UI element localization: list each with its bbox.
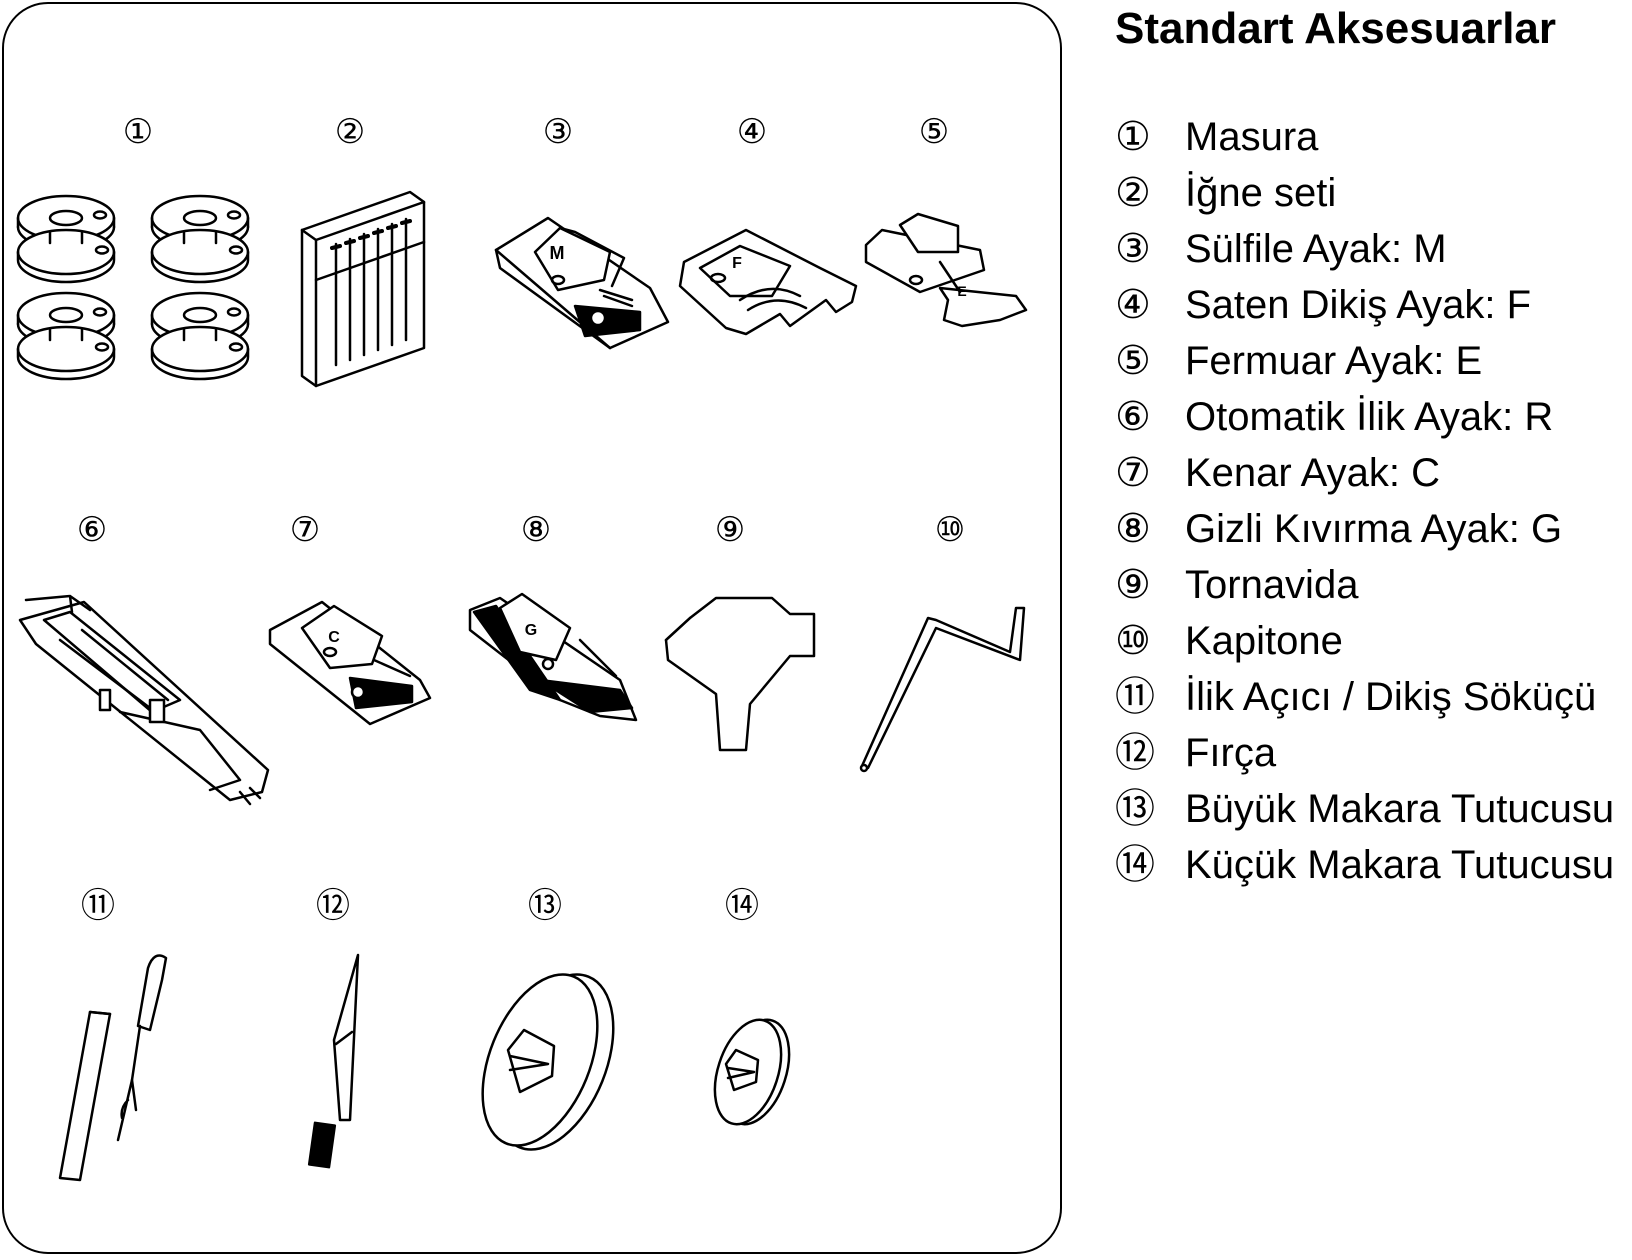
accessories-drawing: M F E C bbox=[16, 190, 1028, 1182]
foot-g-letter: G bbox=[525, 622, 537, 639]
overedge-foot-c-icon bbox=[268, 600, 432, 726]
list-item-label: Kapitone bbox=[1185, 619, 1343, 663]
item-number-14: ⑭ bbox=[725, 887, 759, 925]
list-item: ⑨ Tornavida bbox=[1115, 560, 1358, 616]
list-item: ② İğne seti bbox=[1115, 168, 1336, 224]
list-item-number: ④ bbox=[1115, 283, 1151, 327]
zigzag-foot-f-icon bbox=[678, 228, 858, 336]
foot-m-letter: M bbox=[550, 243, 565, 263]
list-item-number: ⑦ bbox=[1115, 451, 1151, 495]
list-item: ⑥ Otomatik İlik Ayak: R bbox=[1115, 392, 1553, 448]
list-item-number: ⑥ bbox=[1115, 395, 1151, 439]
quilting-guide-icon bbox=[859, 606, 1026, 773]
page-title: Standart Aksesuarlar bbox=[1115, 4, 1557, 53]
list-item-number: ⑩ bbox=[1115, 619, 1151, 663]
item-number-11: ⑪ bbox=[81, 887, 115, 925]
list-item: ⑭ Küçük Makara Tutucusu bbox=[1115, 840, 1614, 896]
list-item-number: ② bbox=[1115, 171, 1151, 215]
list-item-number: ⑬ bbox=[1115, 787, 1155, 831]
satin-foot-m-icon bbox=[494, 216, 670, 350]
buttonhole-foot-r-icon bbox=[18, 594, 270, 806]
bobbins-icon bbox=[16, 194, 250, 381]
list-item: ③ Sülfile Ayak: M bbox=[1115, 224, 1447, 280]
list-item-number: ⑧ bbox=[1115, 507, 1151, 551]
list-item-label: İğne seti bbox=[1185, 171, 1337, 215]
list-item-number: ③ bbox=[1115, 227, 1151, 271]
item-number-7: ⑦ bbox=[289, 511, 321, 549]
item-number-3: ③ bbox=[542, 113, 574, 151]
item-number-10: ⑩ bbox=[934, 511, 966, 549]
foot-c-letter: C bbox=[328, 629, 340, 646]
list-item-number: ⑤ bbox=[1115, 339, 1151, 383]
small-spool-cap-icon bbox=[713, 1018, 791, 1126]
list-item: ⑬ Büyük Makara Tutucusu bbox=[1115, 784, 1614, 840]
list-item-number: ① bbox=[1115, 115, 1151, 159]
list-item-number: ⑪ bbox=[1115, 675, 1155, 719]
list-item: ⑦ Kenar Ayak: C bbox=[1115, 448, 1440, 504]
list-item-label: Otomatik İlik Ayak: R bbox=[1185, 395, 1554, 439]
list-item-label: Fırça bbox=[1185, 731, 1277, 775]
list-item: ⑫ Fırça bbox=[1115, 728, 1276, 784]
list-item: ④ Saten Dikiş Ayak: F bbox=[1115, 280, 1531, 336]
accessories-illustration-panel bbox=[2, 2, 1062, 1254]
needle-set-icon bbox=[300, 190, 426, 388]
item-number-5: ⑤ bbox=[918, 113, 950, 151]
zipper-foot-e-icon bbox=[864, 212, 1028, 328]
item-number-9: ⑨ bbox=[714, 511, 746, 549]
blind-hem-foot-g-icon bbox=[468, 592, 638, 722]
list-item-label: Sülfile Ayak: M bbox=[1185, 227, 1447, 271]
item-number-1: ① bbox=[122, 113, 154, 151]
list-item: ① Masura bbox=[1115, 112, 1318, 168]
list-item-number: ⑭ bbox=[1115, 843, 1155, 887]
seam-ripper-icon bbox=[58, 954, 168, 1182]
brush-icon bbox=[307, 953, 360, 1169]
list-item: ⑩ Kapitone bbox=[1115, 616, 1343, 672]
foot-f-letter: F bbox=[732, 255, 742, 272]
item-number-8: ⑧ bbox=[520, 511, 552, 549]
list-item-label: İlik Açıcı / Dikiş Söküçü bbox=[1185, 675, 1597, 719]
list-item: ⑪ İlik Açıcı / Dikiş Söküçü bbox=[1115, 672, 1596, 728]
item-number-6: ⑥ bbox=[76, 511, 108, 549]
item-number-4: ④ bbox=[736, 113, 768, 151]
accessory-list: ① Masura ② İğne seti ③ Sülfile Ayak: M ④ Sat… bbox=[1115, 112, 1614, 896]
item-number-13: ⑬ bbox=[528, 887, 562, 925]
list-item-label: Masura bbox=[1185, 115, 1319, 159]
list-item: ⑧ Gizli Kıvırma Ayak: G bbox=[1115, 504, 1562, 560]
list-item-label: Saten Dikiş Ayak: F bbox=[1185, 283, 1532, 327]
list-item: ⑤ Fermuar Ayak: E bbox=[1115, 336, 1482, 392]
screwdriver-icon bbox=[664, 596, 816, 752]
list-item-label: Büyük Makara Tutucusu bbox=[1185, 787, 1615, 831]
large-spool-cap-icon bbox=[481, 973, 615, 1151]
list-item-label: Fermuar Ayak: E bbox=[1185, 339, 1483, 383]
foot-e-letter: E bbox=[957, 283, 966, 299]
item-number-2: ② bbox=[334, 113, 366, 151]
list-item-label: Küçük Makara Tutucusu bbox=[1185, 843, 1615, 887]
list-item-label: Gizli Kıvırma Ayak: G bbox=[1185, 507, 1563, 551]
item-number-12: ⑫ bbox=[316, 887, 350, 925]
list-item-label: Kenar Ayak: C bbox=[1185, 451, 1440, 495]
list-item-label: Tornavida bbox=[1185, 563, 1359, 607]
list-item-number: ⑫ bbox=[1115, 731, 1155, 775]
list-item-number: ⑨ bbox=[1115, 563, 1151, 607]
